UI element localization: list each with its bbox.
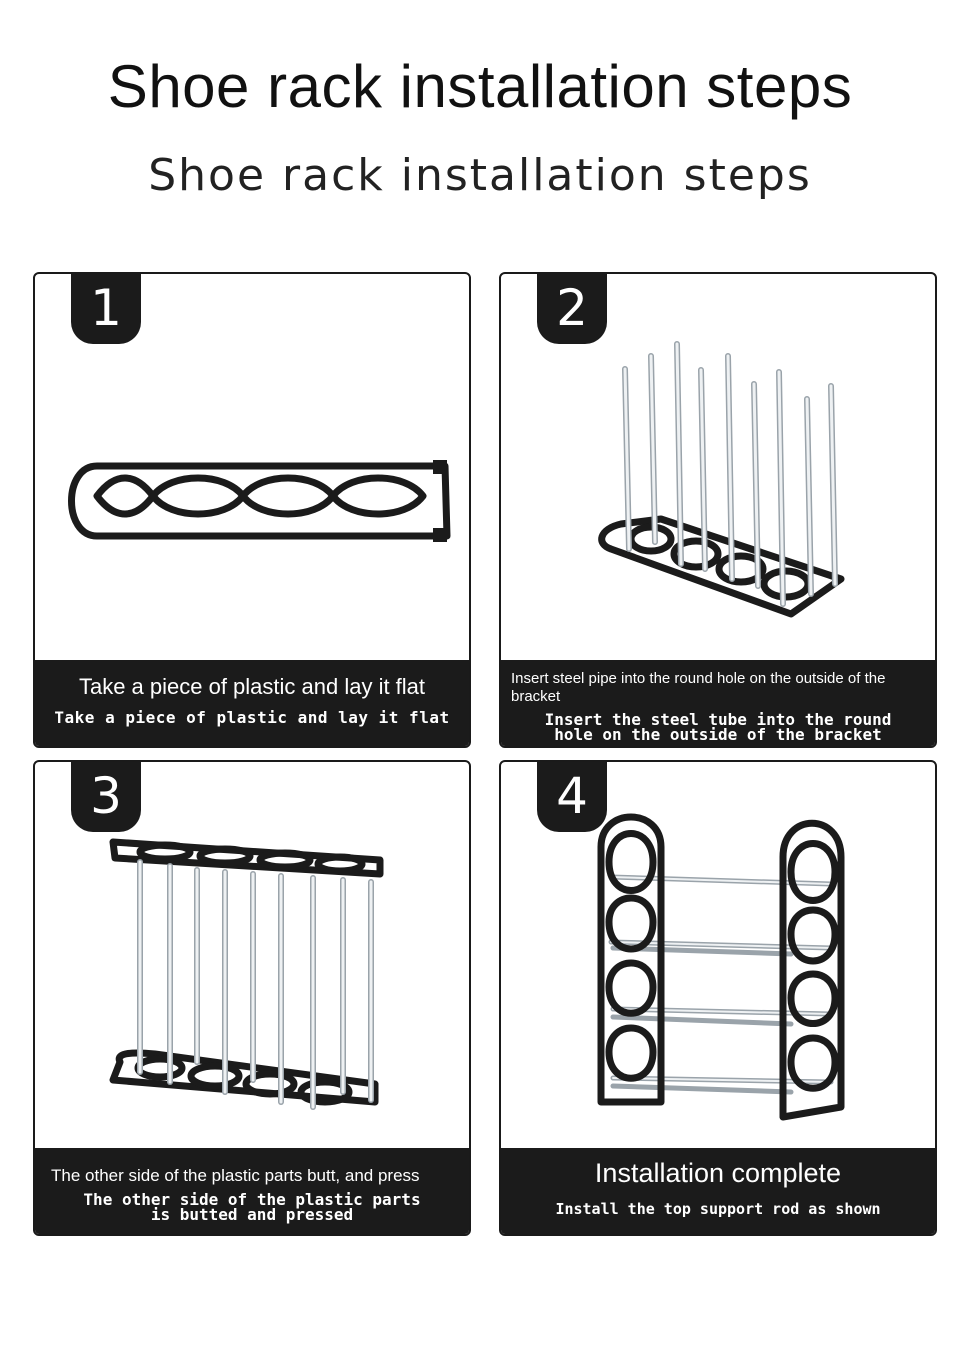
- step-card-3: 3: [33, 760, 471, 1236]
- step-caption-subtext: Install the top support rod as shown: [555, 1200, 881, 1218]
- bracket-pressed-illustration: [109, 838, 384, 1110]
- step-card-4: 4: [499, 760, 937, 1236]
- step-caption: The other side of the plastic parts butt…: [35, 1148, 469, 1234]
- step-number-badge: 4: [537, 762, 607, 832]
- step-caption-subtext: Take a piece of plastic and lay it flat: [54, 708, 450, 727]
- page-title: Shoe rack installation steps: [107, 53, 853, 120]
- step-caption-text: The other side of the plastic parts butt…: [51, 1166, 420, 1185]
- step-caption-subtext-line: is butted and pressed: [150, 1205, 354, 1224]
- step-caption: Installation complete Install the top su…: [501, 1148, 935, 1234]
- step-caption-text: Take a piece of plastic and lay it flat: [78, 674, 426, 699]
- step-card-2: 2: [499, 272, 937, 748]
- step-caption-subtext-line: hole on the outside of the bracket: [554, 725, 882, 744]
- step-caption-subtext: The other side of the plastic parts is b…: [35, 1190, 469, 1224]
- step-caption-subtext: Insert the steel tube into the round hol…: [501, 710, 935, 744]
- steel-pipes-inserted-illustration: [598, 341, 845, 618]
- step-caption: Insert steel pipe into the round hole on…: [501, 660, 935, 746]
- step-caption-subtext-line: The other side of the plastic parts: [83, 1190, 421, 1209]
- step-number-badge: 3: [71, 762, 141, 832]
- step-caption-text: Installation complete: [594, 1158, 842, 1188]
- step-card-1: 1 Take a piece of plastic and lay it fla…: [33, 272, 471, 748]
- plastic-bracket-flat-illustration: [68, 460, 451, 542]
- step-number-badge: 2: [537, 274, 607, 344]
- step-number-badge: 1: [71, 274, 141, 344]
- step-caption-subtext-line: Insert the steel tube into the round: [544, 710, 892, 729]
- step-caption: Take a piece of plastic and lay it flat …: [35, 660, 469, 746]
- page-subtitle: Shoe rack installation steps: [148, 150, 812, 201]
- step-caption-text: Insert steel pipe into the round hole on…: [511, 670, 886, 705]
- completed-shoe-rack-illustration: [597, 813, 845, 1121]
